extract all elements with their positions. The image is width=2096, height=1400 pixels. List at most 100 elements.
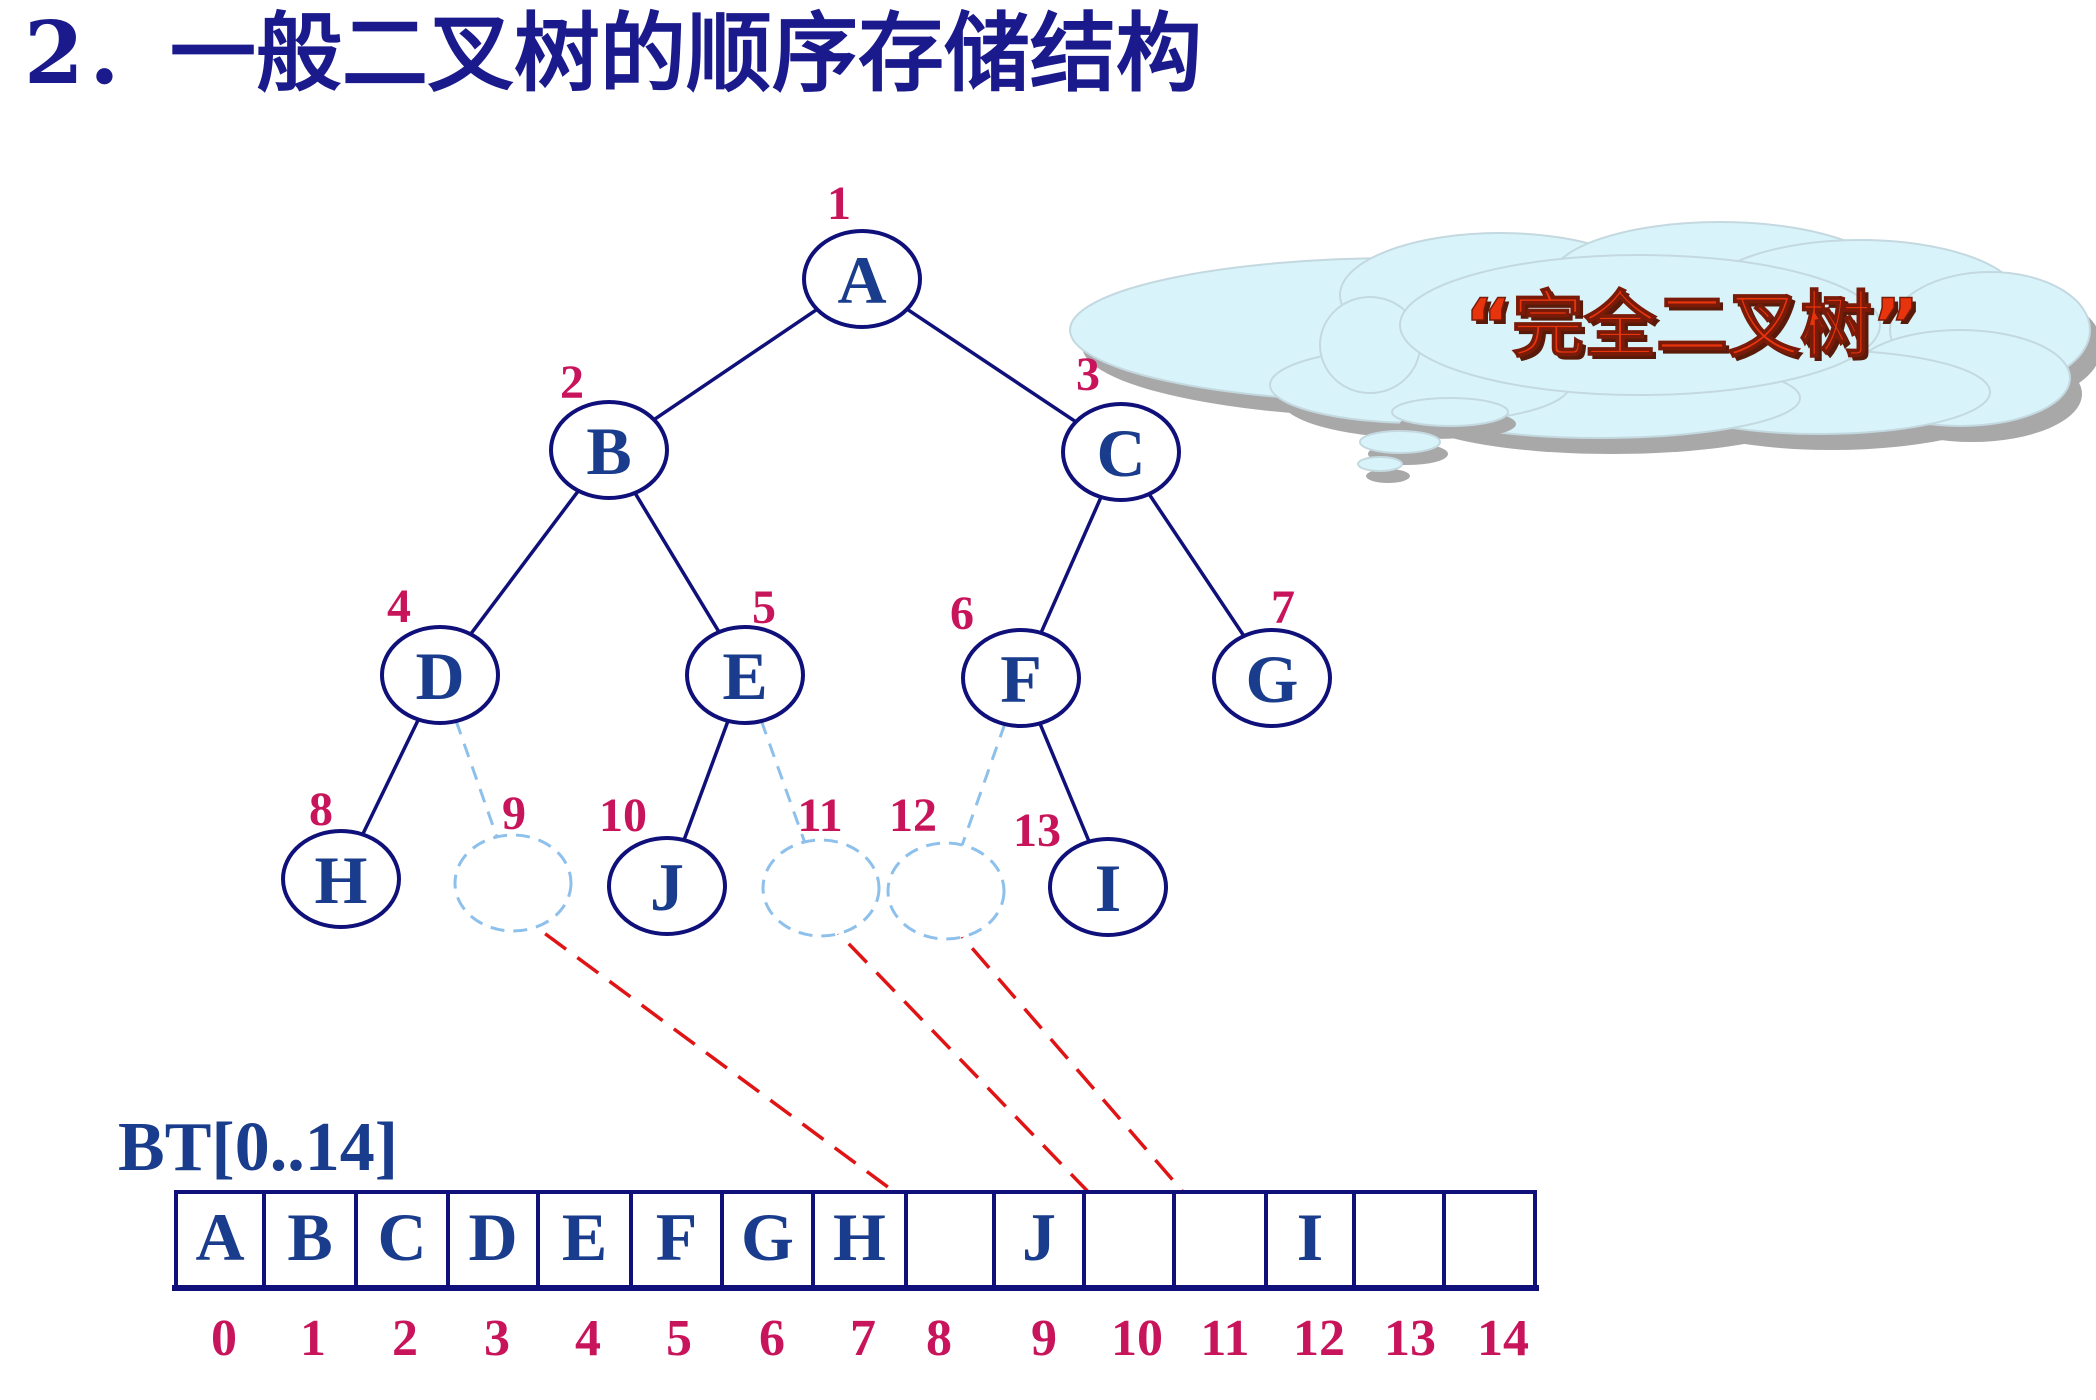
array-index: 8 bbox=[926, 1310, 952, 1367]
array-frame bbox=[174, 1190, 1537, 1290]
page-title: 2．一般二叉树的顺序存储结构 bbox=[24, 3, 1202, 104]
node-label: I bbox=[1095, 850, 1121, 926]
array-cell-value: F bbox=[656, 1199, 698, 1275]
array-cell-value: C bbox=[377, 1199, 426, 1275]
node-circle bbox=[549, 400, 669, 500]
tree-node: F6 bbox=[950, 587, 1081, 728]
cloud-text: “完全二叉树” bbox=[1465, 283, 1920, 367]
node-circle bbox=[961, 628, 1081, 728]
array-index: 2 bbox=[392, 1310, 418, 1367]
tree-edge bbox=[906, 307, 1077, 424]
node-circle bbox=[380, 625, 500, 725]
pointer-line bbox=[819, 913, 1127, 1232]
array-cell-value: A bbox=[195, 1199, 244, 1275]
tree-node: C3 bbox=[1061, 348, 1181, 502]
cloud-text-shadow: “完全二叉树” bbox=[1469, 287, 1924, 371]
tree-edge bbox=[1147, 493, 1246, 637]
array-index: 12 bbox=[1293, 1310, 1345, 1367]
tree-edge bbox=[469, 489, 580, 636]
node-number: 3 bbox=[1076, 348, 1100, 401]
array-index: 1 bbox=[300, 1310, 326, 1367]
tree-node: B2 bbox=[549, 356, 669, 500]
array-index: 13 bbox=[1384, 1310, 1436, 1367]
node-label: F bbox=[1000, 641, 1042, 717]
node-number: 10 bbox=[599, 789, 647, 842]
virtual-node: 9 bbox=[453, 787, 573, 933]
tree-edge bbox=[633, 492, 721, 633]
array-cell-value: D bbox=[468, 1199, 517, 1275]
tree-edge bbox=[1038, 722, 1091, 843]
cloud-bubble bbox=[1357, 456, 1403, 472]
node-label: G bbox=[1246, 641, 1299, 717]
node-number: 5 bbox=[752, 581, 776, 634]
node-label: C bbox=[1096, 415, 1145, 491]
mapping-pointers bbox=[511, 908, 1218, 1232]
node-circle bbox=[1061, 402, 1181, 502]
array-cell-value: J bbox=[1022, 1199, 1056, 1275]
pointer-line bbox=[511, 908, 948, 1232]
array-cell-value: G bbox=[741, 1199, 794, 1275]
tree-edge bbox=[682, 720, 730, 841]
tree-edge bbox=[454, 720, 499, 838]
node-circle bbox=[281, 829, 401, 929]
array-cell-value: B bbox=[287, 1199, 332, 1275]
tree-node: J10 bbox=[599, 789, 727, 936]
node-number: 6 bbox=[950, 587, 974, 640]
array-index: 14 bbox=[1477, 1310, 1529, 1367]
array-cell-value: H bbox=[833, 1199, 886, 1275]
virtual-node: 11 bbox=[761, 789, 881, 938]
node-circle bbox=[802, 229, 922, 329]
node-number: 4 bbox=[387, 580, 411, 633]
node-label: D bbox=[415, 638, 464, 714]
tree-edge bbox=[960, 723, 1007, 846]
tree-node: E5 bbox=[685, 581, 805, 725]
tree-edges bbox=[361, 307, 1246, 846]
thought-cloud: “完全二叉树”“完全二叉树” bbox=[1069, 221, 2096, 483]
tree-node: G7 bbox=[1212, 581, 1332, 728]
node-number: 9 bbox=[502, 787, 526, 840]
node-circle bbox=[1212, 628, 1332, 728]
array-index: 11 bbox=[1200, 1310, 1249, 1367]
node-circle bbox=[886, 841, 1006, 941]
array-index: 9 bbox=[1031, 1310, 1057, 1367]
node-label: A bbox=[837, 242, 886, 318]
tree-node: A1 bbox=[802, 177, 922, 329]
tree-edge bbox=[1039, 496, 1103, 634]
tree-edge bbox=[652, 307, 819, 422]
node-number: 13 bbox=[1013, 804, 1061, 857]
array-index: 0 bbox=[211, 1310, 237, 1367]
node-number: 8 bbox=[309, 783, 333, 836]
array-cell-value: I bbox=[1297, 1199, 1323, 1275]
node-label: H bbox=[315, 842, 368, 918]
node-circle bbox=[1048, 837, 1168, 937]
virtual-node: 12 bbox=[886, 789, 1006, 941]
tree-node: I 13 bbox=[1013, 804, 1168, 937]
array-index: 4 bbox=[575, 1310, 601, 1367]
tree-node: D4 bbox=[380, 580, 500, 725]
array-index: 5 bbox=[666, 1310, 692, 1367]
pointer-line bbox=[944, 916, 1218, 1232]
cloud-bubble bbox=[1359, 430, 1441, 454]
array-cell-value: E bbox=[562, 1199, 607, 1275]
node-circle bbox=[453, 833, 573, 933]
cloud-bubble bbox=[1391, 397, 1509, 427]
array-index: 6 bbox=[759, 1310, 785, 1367]
node-label: B bbox=[586, 413, 631, 489]
tree-edge bbox=[361, 718, 420, 836]
array-index: 10 bbox=[1111, 1310, 1163, 1367]
array-label: BT[0..14] bbox=[118, 1109, 398, 1186]
node-label: J bbox=[650, 849, 684, 925]
node-label: E bbox=[722, 638, 767, 714]
node-number: 1 bbox=[827, 177, 851, 230]
node-number: 12 bbox=[889, 789, 937, 842]
tree-edge bbox=[760, 720, 806, 843]
array-index: 7 bbox=[850, 1310, 876, 1367]
node-circle bbox=[761, 838, 881, 938]
array-index: 3 bbox=[484, 1310, 510, 1367]
node-circle bbox=[685, 625, 805, 725]
node-number: 11 bbox=[797, 789, 842, 842]
node-circle bbox=[607, 836, 727, 936]
